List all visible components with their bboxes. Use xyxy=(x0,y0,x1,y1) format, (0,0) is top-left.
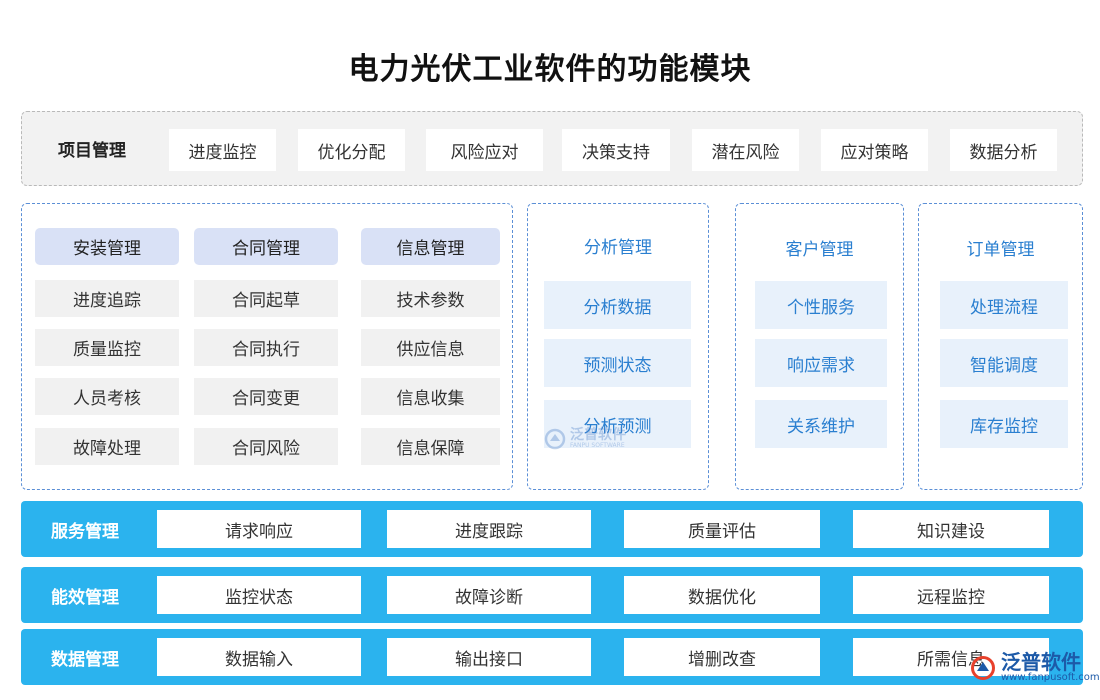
group-item: 信息保障 xyxy=(361,428,500,465)
band-item: 进度跟踪 xyxy=(387,510,591,548)
efficiency-management-band: 能效管理 监控状态 故障诊断 数据优化 远程监控 xyxy=(21,567,1083,623)
analysis-item: 分析预测 xyxy=(544,400,691,448)
project-management-row: 项目管理 进度监控 优化分配 风险应对 决策支持 潜在风险 应对策略 数据分析 xyxy=(21,111,1083,186)
watermark-sub: FANPU SOFTWARE xyxy=(570,442,625,449)
group-head-contract: 合同管理 xyxy=(194,228,338,265)
project-management-label: 项目管理 xyxy=(58,141,126,161)
order-panel: 订单管理 处理流程 智能调度 库存监控 xyxy=(918,203,1083,490)
group-head-install: 安装管理 xyxy=(35,228,179,265)
customer-panel-title: 客户管理 xyxy=(785,240,854,260)
band-item: 数据输入 xyxy=(157,638,361,676)
band-item: 请求响应 xyxy=(157,510,361,548)
band-item: 远程监控 xyxy=(853,576,1049,614)
group-head-info: 信息管理 xyxy=(361,228,500,265)
analysis-item: 分析数据 xyxy=(544,281,691,329)
watermark-url: www.fanpusoft.com xyxy=(1001,672,1100,683)
group-item: 信息收集 xyxy=(361,378,500,415)
project-item: 应对策略 xyxy=(821,129,928,171)
group-item: 人员考核 xyxy=(35,378,179,415)
service-management-band: 服务管理 请求响应 进度跟踪 质量评估 知识建设 xyxy=(21,501,1083,557)
project-item: 进度监控 xyxy=(169,129,276,171)
band-item: 故障诊断 xyxy=(387,576,591,614)
group-item: 技术参数 xyxy=(361,280,500,317)
project-item: 数据分析 xyxy=(950,129,1057,171)
band-label: 服务管理 xyxy=(51,522,119,542)
band-label: 能效管理 xyxy=(51,588,119,608)
page-title: 电力光伏工业软件的功能模块 xyxy=(348,52,752,87)
watermark-brand: 泛普软件 xyxy=(1001,650,1081,674)
watermark-center: 泛普软件 FANPU SOFTWARE xyxy=(544,428,626,450)
group-item: 合同风险 xyxy=(194,428,338,465)
customer-item: 关系维护 xyxy=(755,400,887,448)
analysis-panel: 分析管理 分析数据 预测状态 分析预测 xyxy=(527,203,709,490)
watermark-corner: 泛普软件 www.fanpusoft.com xyxy=(970,652,1100,684)
group-item: 进度追踪 xyxy=(35,280,179,317)
install-contract-info-panel: 安装管理 进度追踪 质量监控 人员考核 故障处理 合同管理 合同起草 合同执行 … xyxy=(21,203,513,490)
band-label: 数据管理 xyxy=(51,650,119,670)
group-item: 合同变更 xyxy=(194,378,338,415)
analysis-panel-title: 分析管理 xyxy=(584,238,652,258)
analysis-item: 预测状态 xyxy=(544,339,691,387)
customer-panel: 客户管理 个性服务 响应需求 关系维护 xyxy=(735,203,904,490)
project-item: 优化分配 xyxy=(298,129,405,171)
group-item: 质量监控 xyxy=(35,329,179,366)
customer-item: 响应需求 xyxy=(755,339,887,387)
project-item: 潜在风险 xyxy=(692,129,799,171)
order-panel-title: 订单管理 xyxy=(966,240,1035,260)
band-item: 监控状态 xyxy=(157,576,361,614)
watermark-brand: 泛普软件 xyxy=(570,427,626,443)
fanpu-logo-icon xyxy=(544,428,566,450)
band-item: 数据优化 xyxy=(624,576,820,614)
band-item: 所需信息 xyxy=(853,638,1049,676)
group-item: 供应信息 xyxy=(361,329,500,366)
band-item: 质量评估 xyxy=(624,510,820,548)
project-item: 风险应对 xyxy=(426,129,543,171)
customer-item: 个性服务 xyxy=(755,281,887,329)
order-item: 智能调度 xyxy=(940,339,1068,387)
band-item: 输出接口 xyxy=(387,638,591,676)
group-item: 合同起草 xyxy=(194,280,338,317)
band-item: 知识建设 xyxy=(853,510,1049,548)
group-item: 故障处理 xyxy=(35,428,179,465)
group-item: 合同执行 xyxy=(194,329,338,366)
order-item: 库存监控 xyxy=(940,400,1068,448)
order-item: 处理流程 xyxy=(940,281,1068,329)
band-item: 增删改查 xyxy=(624,638,820,676)
project-item: 决策支持 xyxy=(562,129,670,171)
fanpu-logo-icon xyxy=(971,656,995,680)
data-management-band: 数据管理 数据输入 输出接口 增删改查 所需信息 xyxy=(21,629,1083,685)
